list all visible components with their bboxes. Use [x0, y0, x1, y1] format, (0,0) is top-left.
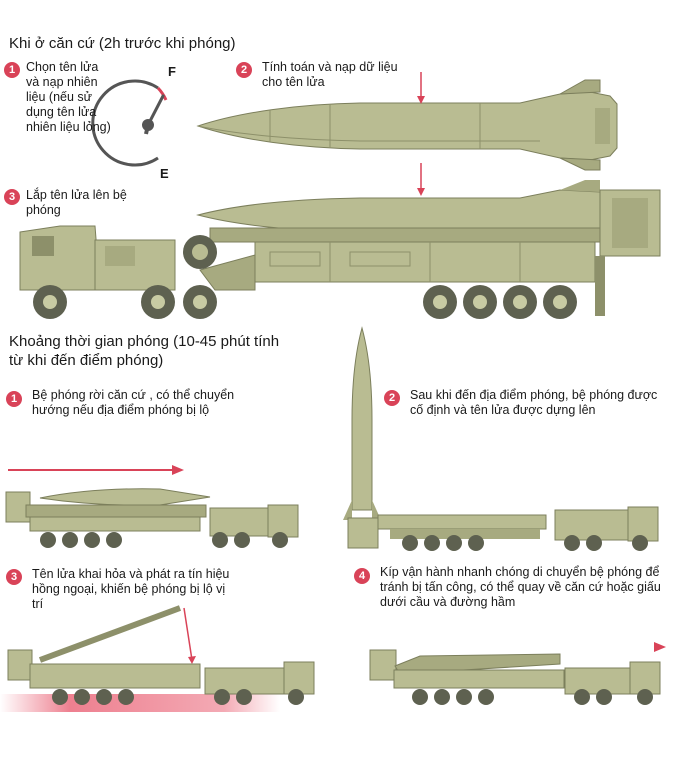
erected-missile-icon — [343, 326, 659, 551]
step-number: 3 — [6, 569, 22, 585]
gauge-empty-label: E — [160, 166, 169, 181]
leaving-launcher-icon — [369, 642, 666, 705]
step-number: 1 — [6, 391, 22, 407]
fuel-gauge-icon — [91, 79, 168, 167]
missile-launcher-truck-icon — [19, 180, 661, 319]
down-arrow-icon — [417, 72, 425, 196]
step-number: 3 — [4, 189, 20, 205]
step-text: Lắp tên lửa lên bệ phóng — [26, 188, 127, 217]
step-text: Chọn tên lửa và nạp nhiên liệu (nếu sử d… — [26, 60, 111, 134]
step-number: 2 — [384, 390, 400, 406]
step-text: Sau khi đến địa điểm phóng, bệ phóng đượ… — [410, 388, 658, 417]
firing-launcher-icon — [0, 605, 315, 712]
step-number: 1 — [4, 62, 20, 78]
gauge-full-label: F — [168, 64, 176, 79]
step-number: 4 — [354, 568, 370, 584]
step-text: Bệ phóng rời căn cứ , có thể chuyển hướn… — [32, 388, 235, 417]
moving-launcher-icon — [5, 465, 299, 548]
missile-icon — [196, 79, 618, 171]
section-title-base: Khi ở căn cứ (2h trước khi phóng) — [9, 35, 236, 52]
step-number: 2 — [236, 62, 252, 78]
step-text: Kíp vận hành nhanh chóng di chuyển bệ ph… — [380, 565, 661, 609]
section-title-launch: Khoảng thời gian phóng (10-45 phút tính … — [9, 333, 280, 369]
step-text: Tên lửa khai hỏa và phát ra tín hiệu hồn… — [32, 567, 230, 611]
step-text: Tính toán và nạp dữ liệu cho tên lửa — [262, 60, 398, 89]
